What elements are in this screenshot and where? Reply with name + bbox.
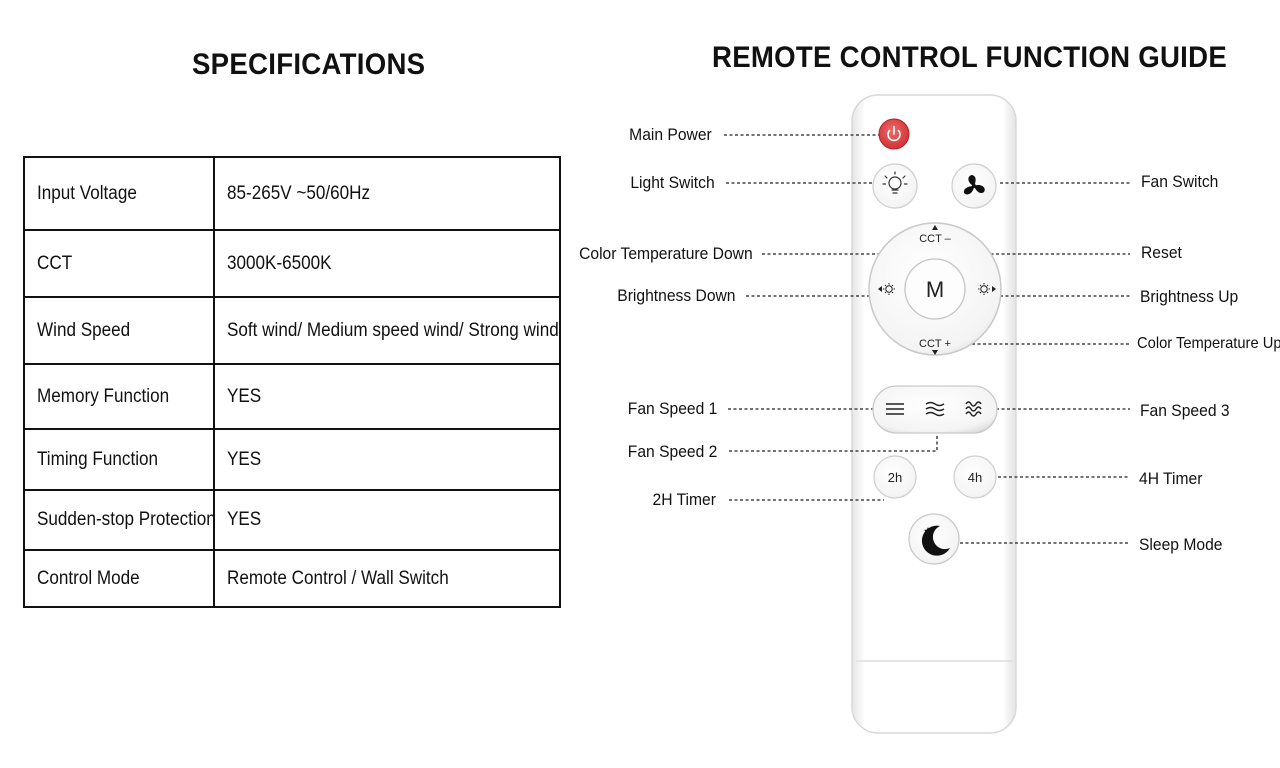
spec-value: YES — [227, 385, 262, 407]
power-button[interactable] — [878, 118, 910, 150]
fan-switch-button[interactable] — [951, 163, 997, 209]
fan-speed-1-button[interactable] — [886, 403, 904, 415]
arrow-right-icon — [992, 286, 996, 292]
label-fan-speed-2: Fan Speed 2 — [627, 442, 717, 461]
spec-row-wind-speed: Wind Speed Soft wind/ Medium speed wind/… — [23, 296, 561, 365]
spec-key: Memory Function — [37, 385, 170, 407]
label-2h-timer: 2H Timer — [652, 490, 716, 509]
arrow-left-icon — [878, 286, 882, 292]
fan-icon — [963, 175, 985, 195]
arrow-up-icon — [932, 225, 938, 230]
fan-speed-3-button[interactable] — [965, 401, 982, 417]
spec-row-sudden-stop-protection: Sudden-stop Protection YES — [23, 489, 561, 551]
timer-2h-label: 2h — [888, 470, 902, 485]
spec-row-control-mode: Control Mode Remote Control / Wall Switc… — [23, 549, 561, 608]
color-temperature-up-button[interactable]: CCT + — [919, 338, 951, 355]
spec-value: YES — [227, 448, 262, 470]
sun-dim-icon — [883, 283, 895, 295]
fan-speed-2-button[interactable] — [925, 401, 945, 417]
timer-4h-button[interactable]: 4h — [953, 455, 997, 499]
spec-key: Sudden-stop Protection — [37, 509, 214, 530]
spec-value: 85-265V ~50/60Hz — [227, 182, 371, 204]
power-icon — [887, 129, 901, 142]
label-fan-switch: Fan Switch — [1141, 172, 1219, 191]
label-main-power: Main Power — [629, 125, 712, 144]
reset-m-button[interactable]: M — [904, 258, 966, 320]
brightness-up-button[interactable] — [978, 283, 996, 295]
cct-minus-label: CCT – — [919, 233, 951, 245]
guide-title: REMOTE CONTROL FUNCTION GUIDE — [712, 41, 1228, 74]
spec-key: Wind Speed — [37, 319, 131, 341]
specifications-table: Input Voltage 85-265V ~50/60Hz CCT 3000K… — [23, 156, 561, 608]
label-color-temperature-up: Color Temperature Up — [1137, 335, 1280, 352]
label-color-temperature-down: Color Temperature Down — [579, 244, 753, 263]
spec-value: Remote Control / Wall Switch — [227, 567, 449, 589]
label-reset: Reset — [1141, 243, 1182, 262]
wind-medium-icon — [925, 401, 945, 417]
label-4h-timer: 4H Timer — [1139, 469, 1203, 488]
sleep-mode-button[interactable] — [908, 513, 960, 565]
sun-bright-icon — [978, 283, 990, 295]
cct-plus-label: CCT + — [919, 338, 951, 350]
label-light-switch: Light Switch — [630, 173, 715, 192]
light-bulb-icon — [882, 171, 908, 194]
color-temperature-down-button[interactable]: CCT – — [919, 225, 952, 245]
wind-high-icon — [965, 401, 982, 417]
spec-row-timing-function: Timing Function YES — [23, 428, 561, 491]
label-fan-speed-1: Fan Speed 1 — [627, 399, 717, 418]
spec-row-input-voltage: Input Voltage 85-265V ~50/60Hz — [23, 156, 561, 231]
spec-key: Input Voltage — [37, 182, 137, 204]
brightness-down-button[interactable] — [878, 283, 895, 295]
wind-low-icon — [886, 403, 904, 415]
star-icon — [924, 527, 932, 535]
light-switch-button[interactable] — [872, 163, 918, 209]
specifications-title: SPECIFICATIONS — [192, 48, 426, 81]
timer-2h-button[interactable]: 2h — [873, 455, 917, 499]
label-brightness-down: Brightness Down — [617, 286, 736, 305]
spec-value: 3000K-6500K — [227, 252, 332, 274]
spec-key: Timing Function — [37, 448, 159, 470]
spec-key: Control Mode — [37, 567, 140, 589]
label-sleep-mode: Sleep Mode — [1139, 535, 1223, 554]
m-label: M — [926, 277, 944, 302]
label-fan-speed-3: Fan Speed 3 — [1140, 401, 1230, 420]
label-brightness-up: Brightness Up — [1140, 287, 1239, 306]
spec-value: YES — [227, 509, 262, 530]
spec-row-memory-function: Memory Function YES — [23, 363, 561, 430]
spec-key: CCT — [37, 252, 73, 274]
spec-row-cct: CCT 3000K-6500K — [23, 229, 561, 298]
spec-value: Soft wind/ Medium speed wind/ Strong win… — [227, 319, 559, 341]
timer-4h-label: 4h — [968, 470, 982, 485]
arrow-down-icon — [932, 350, 938, 355]
